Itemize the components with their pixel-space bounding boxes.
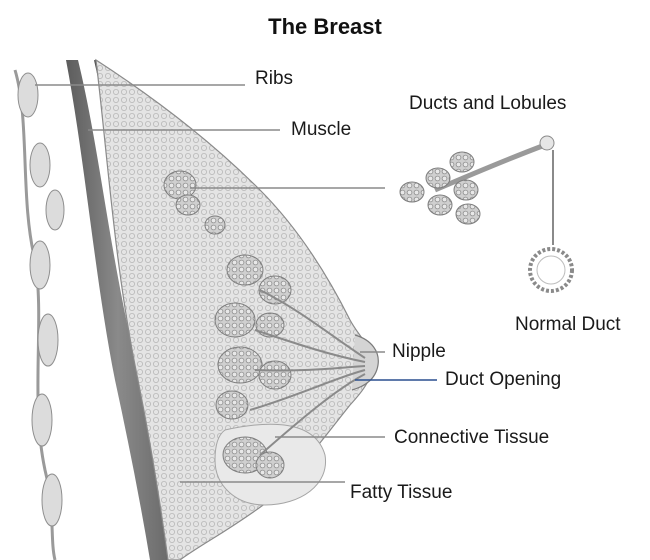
- label-connective-tissue: Connective Tissue: [394, 428, 549, 447]
- normal-duct-shape: [530, 150, 572, 291]
- label-normal-duct: Normal Duct: [515, 315, 621, 334]
- label-nipple: Nipple: [392, 342, 446, 361]
- label-ducts-and-lobules: Ducts and Lobules: [409, 94, 566, 113]
- ribs-shape: [15, 70, 64, 560]
- label-muscle: Muscle: [291, 120, 351, 139]
- label-ribs: Ribs: [255, 69, 293, 88]
- ducts-lobules-inset: [400, 136, 554, 224]
- diagram-title: The Breast: [0, 16, 650, 38]
- label-fatty-tissue: Fatty Tissue: [350, 483, 452, 502]
- label-duct-opening: Duct Opening: [445, 370, 561, 389]
